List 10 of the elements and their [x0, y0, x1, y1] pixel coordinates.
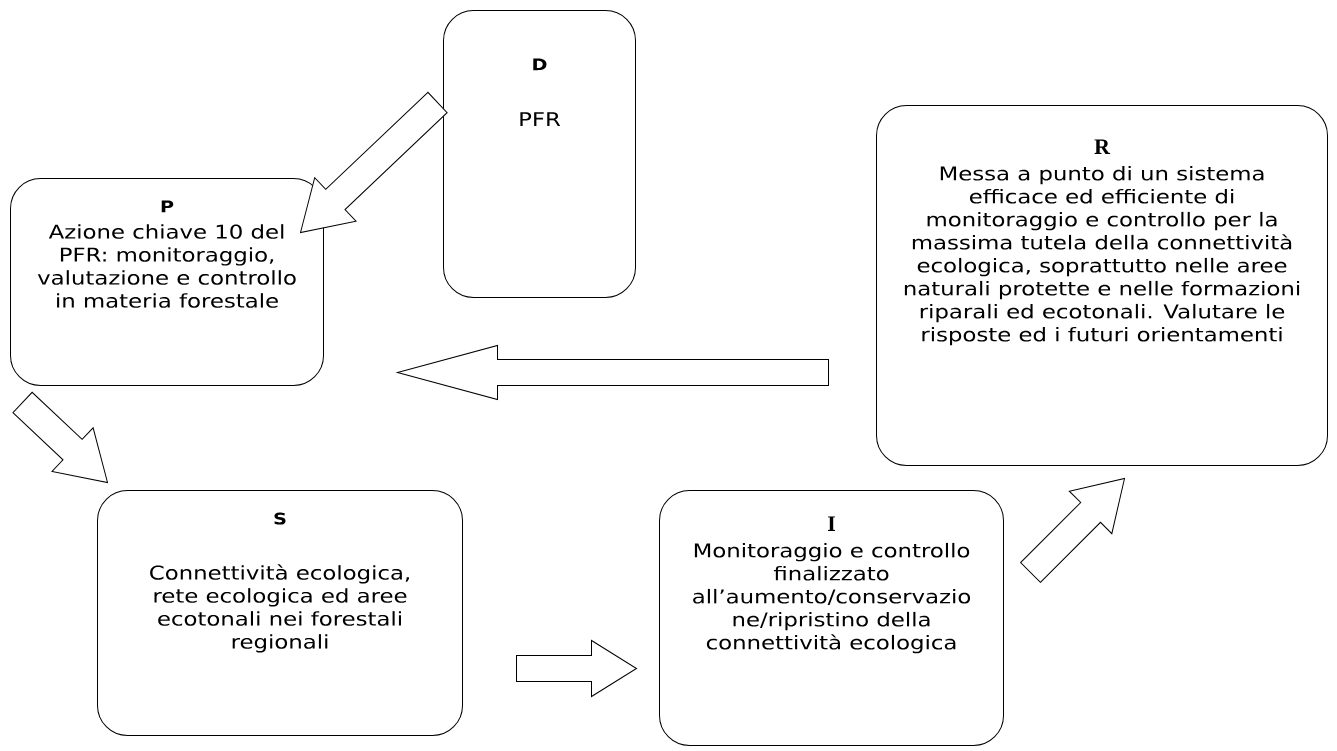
block-arrow — [1020, 478, 1125, 583]
process-box: I Monitoraggio e controllo finalizzato all’aumento/conservazio ne/ripristino della connettività ecologica — [659, 490, 1004, 746]
block-arrow — [12, 391, 108, 483]
process-box: P Azione chiave 10 del PFR: monitoraggio, valutazione e controllo in materia forestale — [10, 178, 324, 386]
block-arrow — [397, 345, 829, 400]
process-box: S Connettività ecologica, rete ecologica ed aree ecotonali nei forestali regionali — [97, 490, 463, 736]
block-arrow — [300, 91, 448, 233]
process-box: R Messa a punto di un sistema efficace ed efficiente di monitoraggio e controllo per la massima tutela della connettività ecologica, soprattutto nelle aree naturali protette e nelle formazioni riparali ed ecotonali. Valutare le risposte ed i futuri orientamenti — [876, 105, 1328, 466]
process-box: D PFR — [443, 10, 636, 298]
block-arrow — [516, 640, 637, 697]
